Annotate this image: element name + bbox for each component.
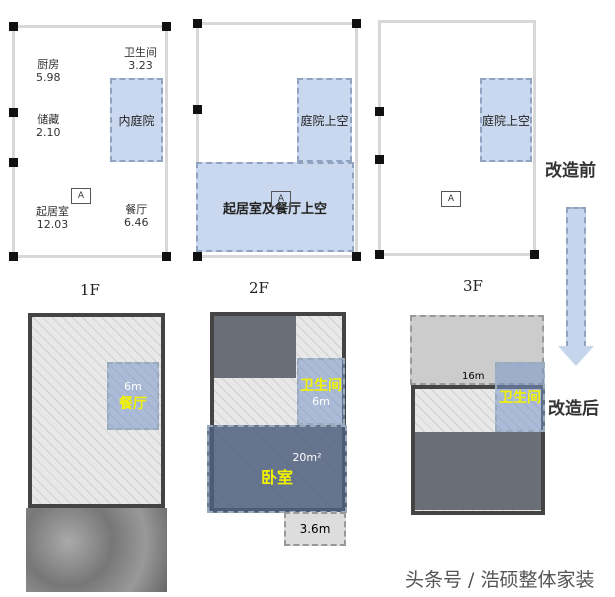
bedroom-area: 20m² bbox=[292, 450, 322, 464]
bedroom-label: 卧室 bbox=[260, 467, 293, 487]
caption-after: 改造后 bbox=[548, 399, 599, 419]
inner-courtyard: 内庭院 bbox=[110, 78, 163, 162]
floor-label-1f: 1F bbox=[80, 281, 100, 299]
arrow-down-icon bbox=[558, 346, 594, 366]
marker-a: A bbox=[271, 191, 291, 207]
plan-1f-after bbox=[28, 313, 165, 508]
dining-highlight: 6m 餐厅 bbox=[107, 362, 159, 430]
marker-a: A bbox=[71, 188, 91, 204]
bathroom-highlight-3f: 卫生间 bbox=[495, 362, 545, 432]
watermark: 头条号 / 浩硕整体家装 bbox=[405, 569, 595, 591]
bathroom-highlight-2f: 卫生间 6m bbox=[297, 358, 345, 425]
garden bbox=[26, 508, 167, 592]
floor-label-3f: 3F bbox=[463, 277, 483, 295]
caption-before: 改造前 bbox=[545, 161, 596, 181]
balcony-area: 3.6m bbox=[284, 512, 346, 546]
marker-a: A bbox=[441, 191, 461, 207]
living-dining-void: 起居室及餐厅上空 bbox=[196, 162, 354, 252]
floor-label-2f: 2F bbox=[249, 279, 269, 297]
bathroom-area: 6m bbox=[312, 395, 330, 408]
study-area bbox=[214, 316, 296, 378]
courtyard-void-2f: 庭院上空 bbox=[297, 78, 352, 162]
courtyard-void-3f: 庭院上空 bbox=[480, 78, 532, 162]
bathroom-label-3f: 卫生间 bbox=[499, 390, 541, 406]
bathroom-label: 卫生间 bbox=[300, 378, 342, 394]
dining-label: 餐厅 bbox=[119, 395, 147, 412]
dining-area: 6m bbox=[124, 379, 142, 393]
arrow-shaft bbox=[566, 207, 586, 347]
void-label: 起居室及餐厅上空 bbox=[222, 201, 327, 217]
bedroom-3f bbox=[415, 432, 541, 510]
bedroom-highlight: 20m² 卧室 bbox=[207, 425, 347, 513]
terrace-area: 16m bbox=[462, 371, 485, 382]
